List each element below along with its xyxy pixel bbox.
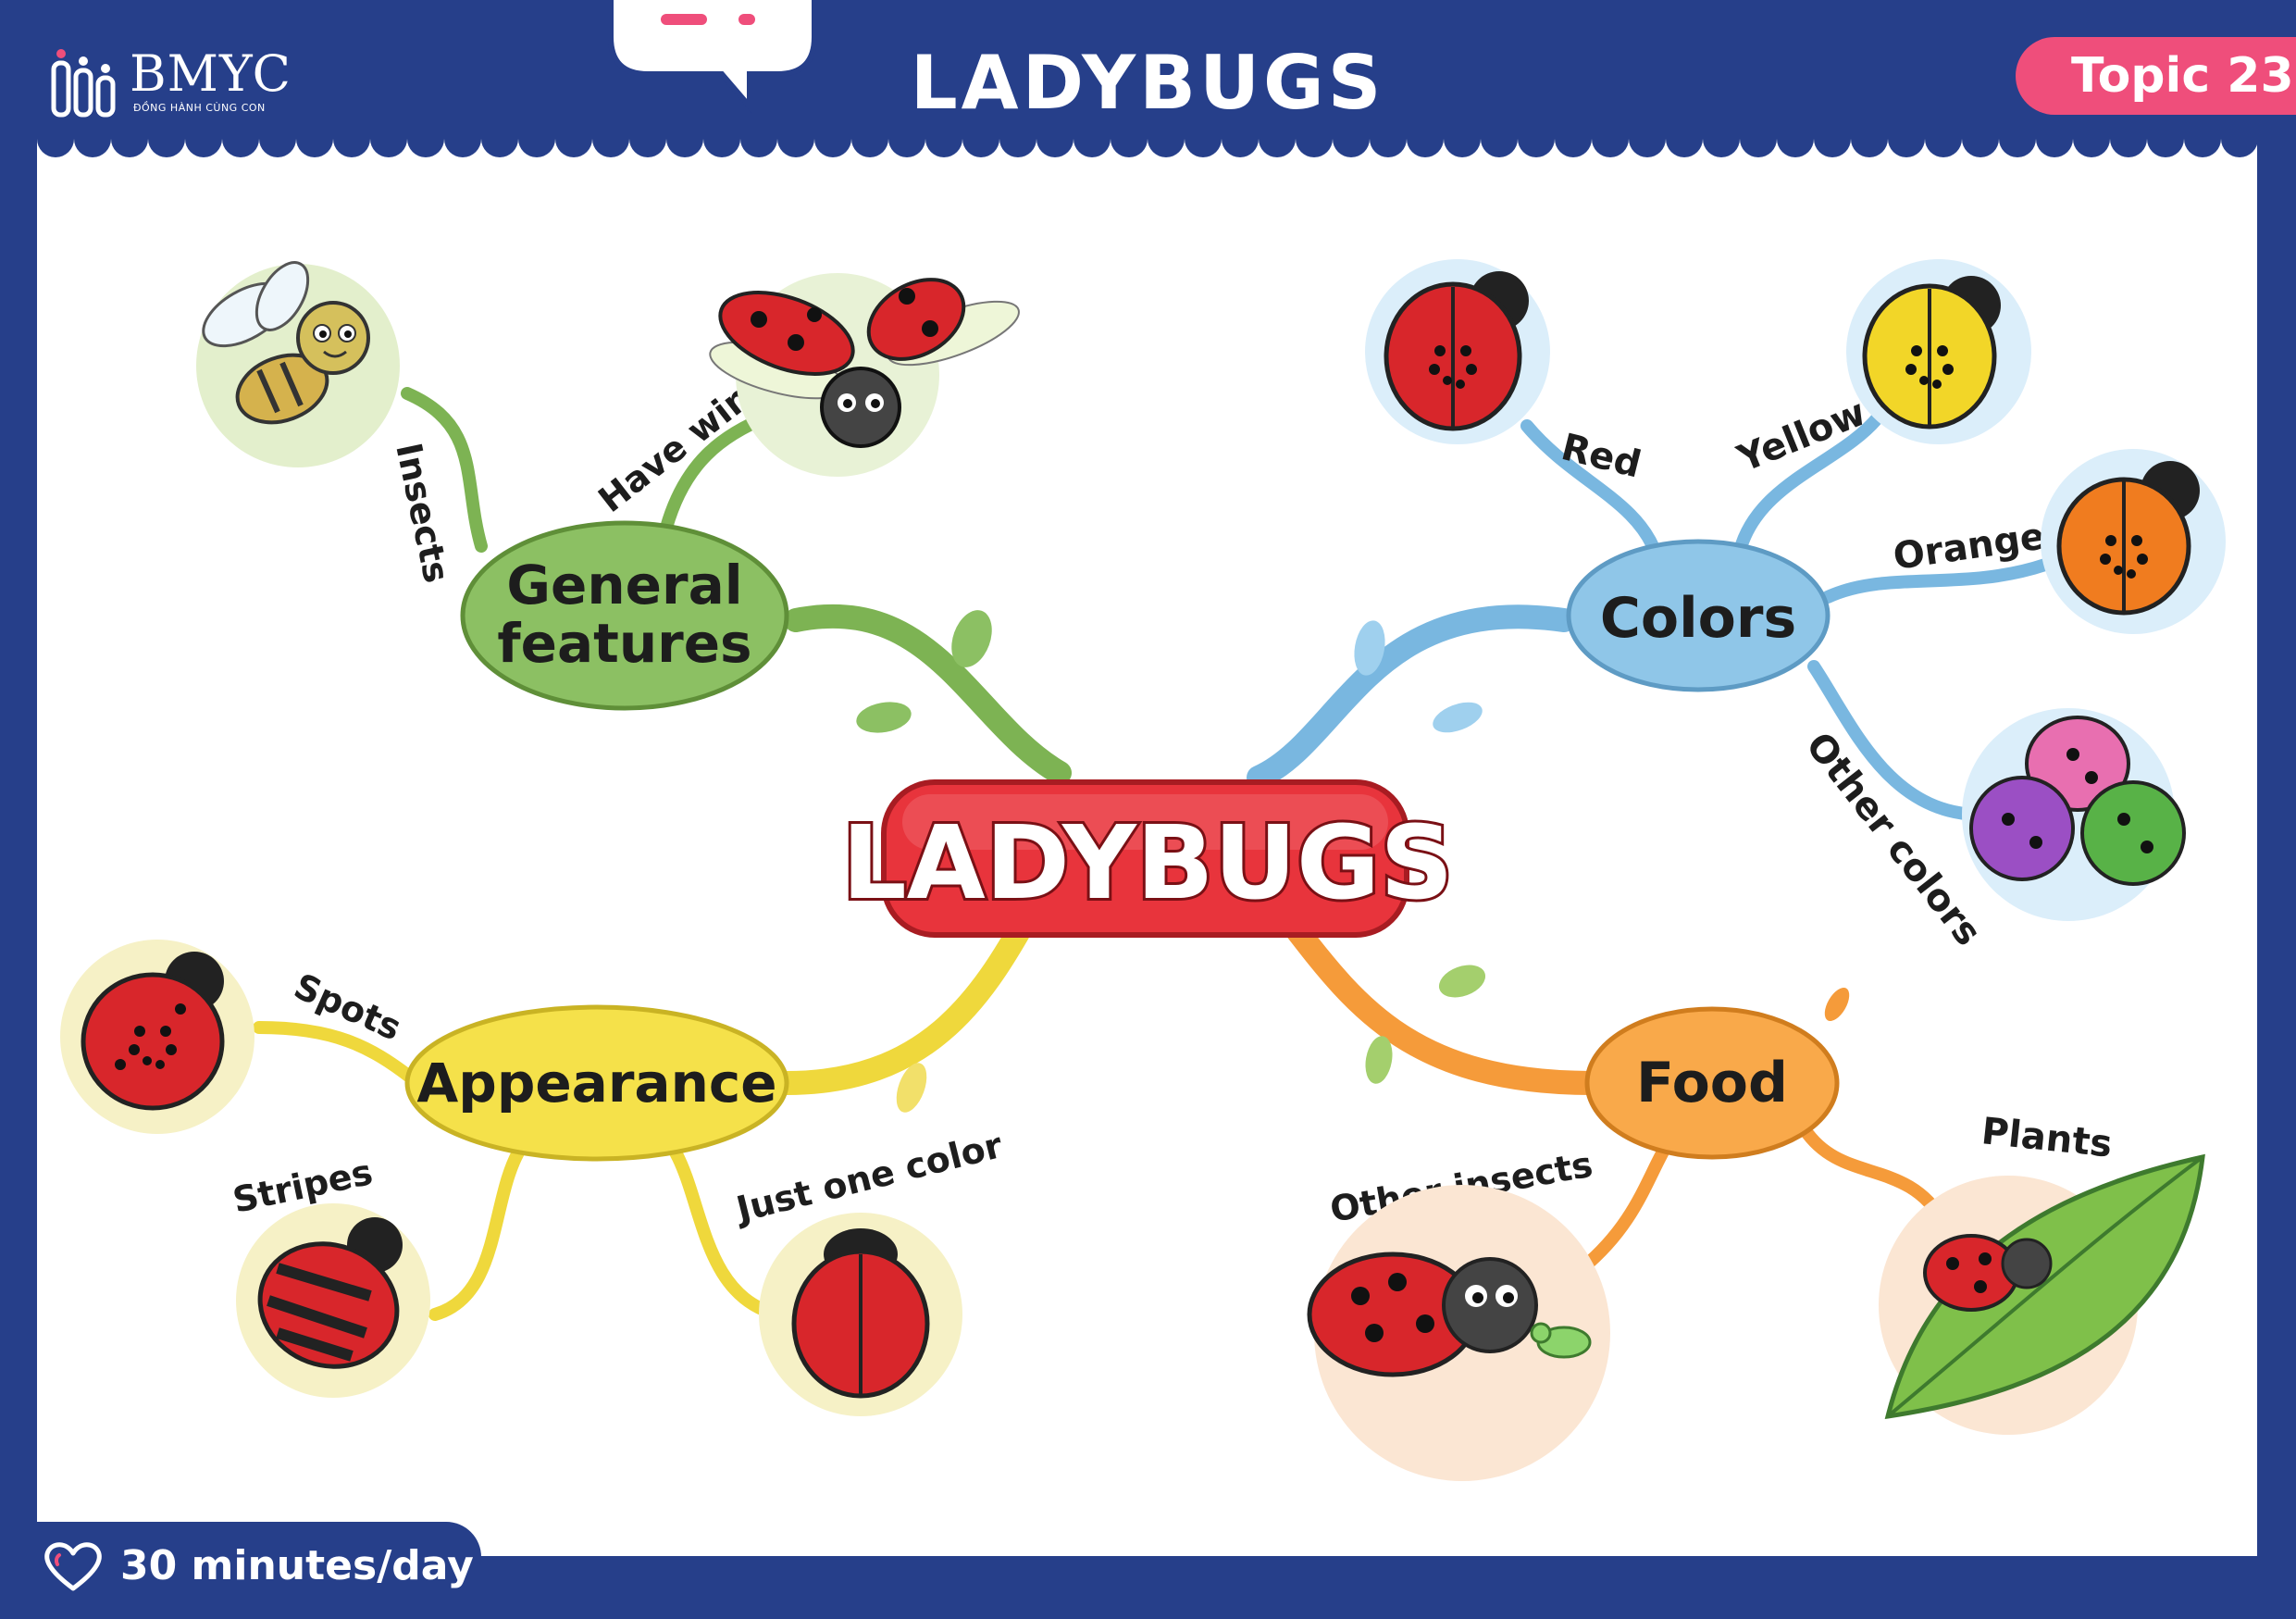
node-general-features: General features (460, 520, 789, 711)
topic-badge: Topic 23 (2016, 37, 2296, 115)
red-ladybug-icon (1365, 259, 1550, 444)
label-insects: Insects (388, 440, 457, 587)
heart-icon (44, 1542, 102, 1591)
yellow-ladybug-icon (1846, 259, 2031, 444)
leaf-decorations (856, 610, 1850, 1113)
other-colors-ladybugs-icon (1962, 708, 2186, 921)
scallop-edge (37, 130, 2257, 163)
eating-insects-ladybug-icon (1307, 1185, 1610, 1481)
general-features-label-line2: features (497, 612, 751, 675)
label-red: Red (1558, 426, 1645, 487)
stripes-ladybug-icon (236, 1203, 430, 1398)
leaf-ladybug-icon (1879, 1153, 2205, 1435)
bmyc-logo: BMYC ĐỒNG HÀNH CÙNG CON (48, 46, 291, 120)
spots-ladybug-icon (60, 940, 254, 1134)
label-other-colors: Other colors (1797, 725, 1990, 954)
logo-text: BMYC (130, 44, 292, 103)
frame-left (0, 0, 37, 1619)
node-appearance: Appearance (404, 1004, 789, 1162)
bee-icon (196, 261, 400, 467)
center-label: LADYBUGS (842, 803, 1454, 922)
logo-subtext: ĐỒNG HÀNH CÙNG CON (133, 102, 266, 114)
general-features-label-line1: General (506, 554, 742, 616)
center-node: LADYBUGS (839, 779, 1456, 938)
food-label: Food (1636, 1051, 1788, 1115)
colors-label: Colors (1600, 586, 1796, 651)
footer-tab (0, 1522, 481, 1619)
label-yellow: Yellow (1731, 392, 1872, 481)
frame-right (2257, 0, 2296, 1619)
node-food: Food (1584, 1006, 1840, 1160)
logo-mark-icon (51, 49, 116, 118)
appearance-label: Appearance (416, 1052, 776, 1115)
label-plants: Plants (1980, 1110, 2114, 1166)
one-color-ladybug-icon (759, 1213, 962, 1416)
chat-bubble-icon (608, 0, 817, 115)
orange-ladybug-icon (2041, 449, 2226, 634)
footer-time: 30 minutes/day (120, 1542, 474, 1589)
page-title: LADYBUGS (910, 40, 1385, 126)
flying-ladybug-icon (709, 273, 1020, 477)
node-colors: Colors (1566, 539, 1831, 692)
